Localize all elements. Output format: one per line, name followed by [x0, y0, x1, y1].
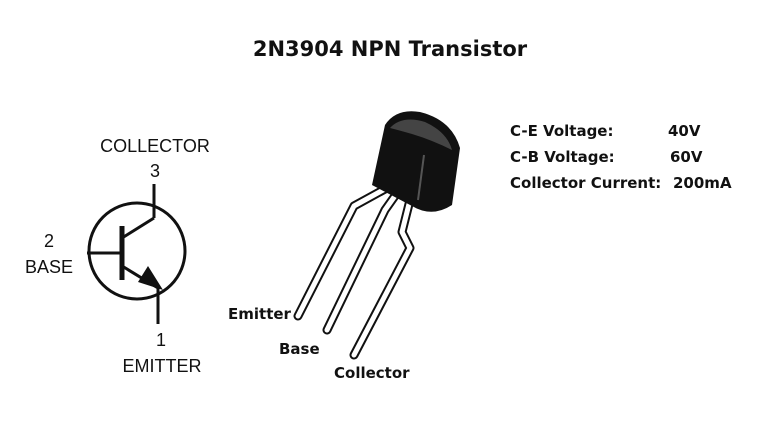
body-flat-edge [417, 154, 425, 201]
diagram-title: 2N3904 NPN Transistor [253, 37, 528, 61]
spec-collector-current-label: Collector Current: [510, 174, 661, 192]
to92-package: Emitter Base Collector [228, 111, 460, 382]
collector-label: COLLECTOR [100, 136, 210, 156]
emitter-arrow-icon [138, 266, 163, 290]
npn-schematic-symbol: COLLECTOR 3 2 BASE 1 EMITTER [25, 136, 210, 376]
package-base-label: Base [279, 340, 320, 358]
base-label: BASE [25, 257, 73, 277]
collector-leg [351, 197, 413, 358]
spec-ce-voltage-value: 40V [668, 122, 701, 140]
body-top-face [390, 119, 452, 150]
emitter-pin-number: 1 [156, 330, 166, 350]
base-leg [324, 190, 400, 333]
emitter-leg [295, 186, 388, 319]
spec-cb-voltage-value: 60V [670, 148, 703, 166]
spec-collector-current-value: 200mA [673, 174, 732, 192]
collector-diagonal [121, 216, 155, 240]
spec-ce-voltage-label: C-E Voltage: [510, 122, 613, 140]
package-emitter-label: Emitter [228, 305, 292, 323]
symbol-circle [87, 201, 187, 301]
spec-cb-voltage-label: C-B Voltage: [510, 148, 615, 166]
package-collector-label: Collector [334, 364, 410, 382]
emitter-label: EMITTER [123, 356, 202, 376]
base-pin-number: 2 [44, 231, 54, 251]
collector-pin-number: 3 [150, 161, 160, 181]
specs-list: C-E Voltage: 40V C-B Voltage: 60V Collec… [510, 122, 732, 192]
